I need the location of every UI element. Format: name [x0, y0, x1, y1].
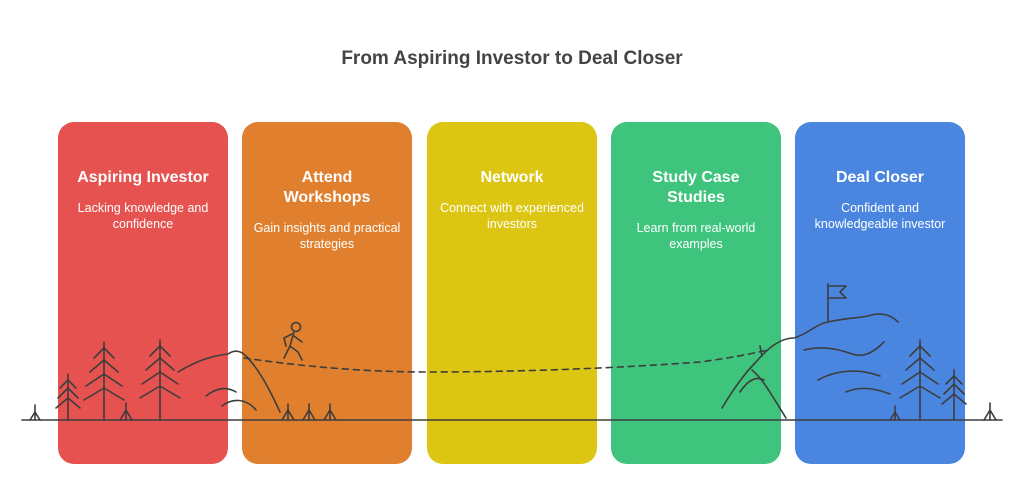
stage-card-aspiring-investor: Aspiring Investor Lacking knowledge and …: [58, 122, 228, 464]
stage-title: Study Case Studies: [652, 169, 740, 206]
stage-description: Connect with experienced investors: [440, 201, 584, 231]
stage-description: Gain insights and practical strategies: [253, 221, 401, 251]
stage-title: Network: [480, 169, 544, 186]
stage-card-attend-workshops: Attend Workshops Gain insights and pract…: [242, 122, 412, 464]
stage-description: Confident and knowledgeable investor: [814, 201, 946, 231]
diagram-title: From Aspiring Investor to Deal Closer: [341, 48, 683, 69]
grass-icon: [29, 404, 41, 421]
stage-title: Deal Closer: [835, 169, 925, 186]
stage-title: Attend Workshops: [283, 169, 371, 206]
stage-title: Aspiring Investor: [77, 169, 209, 186]
grass-icon: [983, 402, 997, 421]
stage-card-study-case-studies: Study Case Studies Learn from real-world…: [611, 122, 781, 464]
stage-description: Lacking knowledge and confidence: [77, 201, 209, 231]
stage-description: Learn from real-world examples: [636, 221, 756, 251]
stage-card-deal-closer: Deal Closer Confident and knowledgeable …: [795, 122, 965, 464]
stage-card-network: Network Connect with experienced investo…: [427, 122, 597, 464]
